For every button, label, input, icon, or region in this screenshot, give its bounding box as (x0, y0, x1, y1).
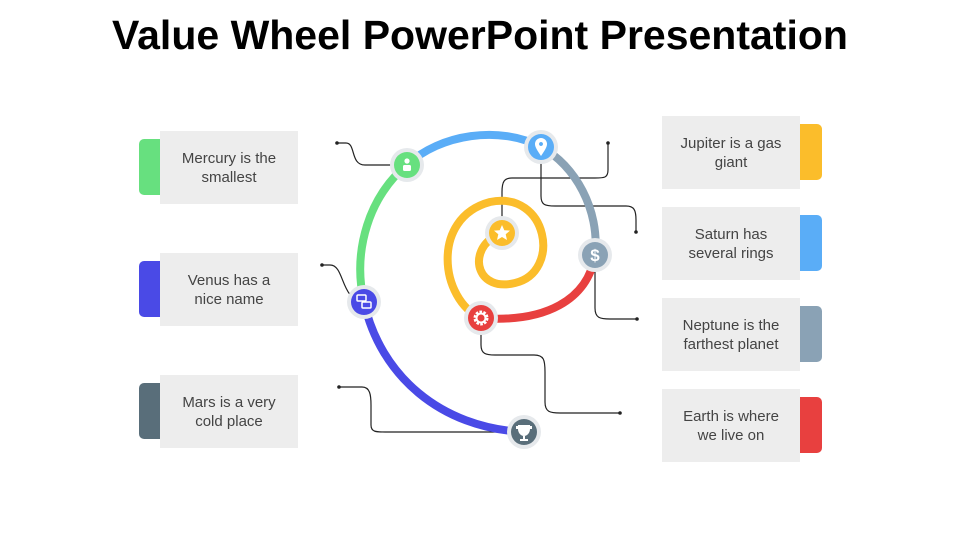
neptune-connector (594, 255, 637, 320)
trophy-icon (516, 425, 532, 441)
green-arc (356, 161, 410, 303)
trophy-node (507, 415, 541, 449)
slide-title: Value Wheel PowerPoint Presentation (112, 12, 848, 58)
earth-connector (480, 318, 620, 414)
earth-tab (800, 397, 822, 453)
location-node (524, 130, 558, 164)
star-node (485, 216, 519, 250)
venus-box: Venus has a nice name (160, 253, 298, 326)
mercury-tab (139, 139, 161, 195)
dollar-icon: $ (590, 246, 600, 265)
jupiter-tab (800, 124, 822, 180)
gear-node (464, 301, 498, 335)
venus-text: Venus has a nice name (187, 271, 271, 308)
user-icon (403, 158, 411, 171)
mercury-box: Mercury is the smallest (160, 131, 298, 204)
saturn-tab (800, 215, 822, 271)
neptune-tab (800, 306, 822, 362)
location-pin-icon (535, 138, 547, 156)
neptune-box: Neptune is the farthest planet (662, 298, 800, 371)
yellow-arc (443, 196, 548, 322)
mars-text: Mars is a very cold place (182, 393, 276, 430)
chat-icon (356, 294, 372, 309)
gear-icon (473, 310, 489, 326)
gray-arc (539, 143, 600, 256)
mars-box: Mars is a very cold place (160, 375, 298, 448)
venus-tab (139, 261, 161, 317)
mercury-connector (337, 142, 407, 166)
user-node (390, 148, 424, 182)
jupiter-connector (501, 143, 609, 233)
mars-connector (339, 386, 524, 433)
chat-node (347, 285, 381, 319)
jupiter-box: Jupiter is a gas giant (662, 116, 800, 189)
dollar-node: $ (578, 238, 612, 272)
neptune-text: Neptune is the farthest planet (682, 316, 780, 353)
saturn-text: Saturn has several rings (688, 225, 774, 262)
saturn-box: Saturn has several rings (662, 207, 800, 280)
lightblue-arc (404, 130, 543, 168)
earth-box: Earth is where we live on (662, 389, 800, 462)
earth-text: Earth is where we live on (683, 407, 779, 444)
mars-tab (139, 383, 161, 439)
purple-arc (360, 301, 525, 436)
mercury-text: Mercury is the smallest (181, 149, 277, 186)
star-icon (494, 225, 510, 240)
jupiter-text: Jupiter is a gas giant (680, 134, 782, 171)
